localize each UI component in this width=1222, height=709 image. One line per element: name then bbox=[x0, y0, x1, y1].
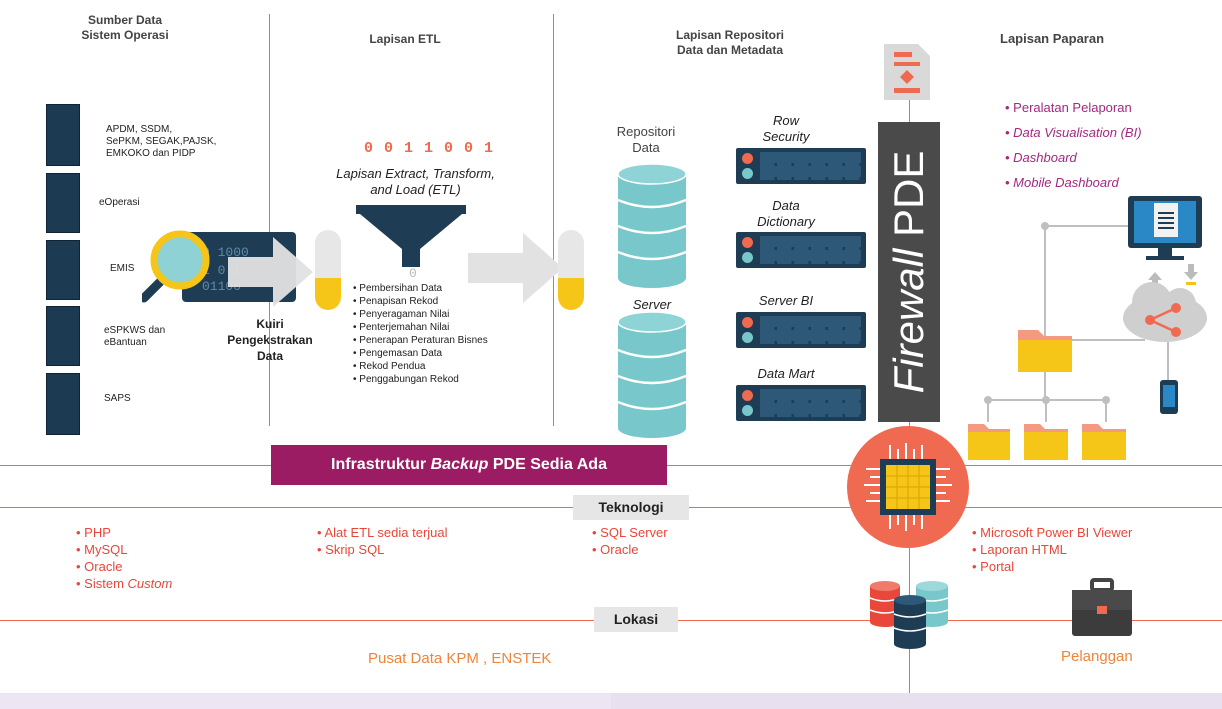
server-rack-4 bbox=[46, 306, 80, 366]
server-icon-row-security bbox=[736, 148, 866, 184]
tech-etl-item: • Alat ETL sedia terjual bbox=[317, 525, 448, 540]
firewall-italic: Firewall bbox=[885, 248, 932, 394]
footer-band bbox=[0, 693, 1222, 709]
etl-step: • Penerapan Peraturan Bisnes bbox=[353, 335, 488, 346]
arrow-icon-2 bbox=[468, 233, 563, 303]
tech-source-item-italic: Custom bbox=[127, 576, 173, 591]
tech-source-item: • Sistem Custom bbox=[76, 575, 172, 592]
server-rack-2 bbox=[46, 173, 80, 233]
server-icon-data-mart bbox=[736, 385, 866, 421]
tech-repo-list: • SQL Server • Oracle bbox=[592, 524, 668, 558]
firewall-label: Firewall PDE bbox=[885, 151, 933, 394]
location-right: Pelanggan bbox=[1061, 648, 1133, 665]
pill-icon-1 bbox=[315, 230, 341, 310]
tech-source-item: • MySQL bbox=[76, 542, 128, 557]
tech-display-item: • Portal bbox=[972, 559, 1015, 574]
funnel-icon bbox=[356, 205, 466, 267]
infra-pre: Infrastruktur bbox=[331, 456, 431, 473]
server-icon-data-dictionary bbox=[736, 232, 866, 268]
server-rack-5 bbox=[46, 373, 80, 435]
etl-bits: 0 0 1 1 0 0 1 bbox=[364, 140, 495, 157]
kuiri-label: Kuiri Pengekstrakan Data bbox=[227, 317, 313, 363]
tech-repo-item: • Oracle bbox=[592, 542, 639, 557]
display-list: • Peralatan Pelaporan • Data Visualisati… bbox=[1005, 95, 1142, 195]
etl-steps: • Pembersihan Data • Penapisan Rekod • P… bbox=[353, 282, 488, 386]
tech-source-item: • PHP bbox=[76, 525, 111, 540]
tech-source-list: • PHP • MySQL • Oracle • Sistem Custom bbox=[76, 524, 172, 592]
database-icon-staging bbox=[617, 312, 687, 438]
infra-italic: Backup bbox=[430, 456, 489, 473]
repo-server-label-2: Data Dictionary bbox=[757, 198, 815, 229]
source-5: SAPS bbox=[104, 393, 131, 404]
database-cluster-icon bbox=[869, 581, 949, 649]
presentation-network-illustration bbox=[968, 196, 1207, 460]
tech-display-list: • Microsoft Power BI Viewer • Laporan HT… bbox=[972, 524, 1132, 575]
infra-post: PDE Sedia Ada bbox=[488, 456, 607, 473]
header-repo: Lapisan Repositori Data dan Metadata bbox=[675, 28, 785, 57]
server-rack-1 bbox=[46, 104, 80, 166]
etl-step: • Penapisan Rekod bbox=[353, 296, 439, 307]
source-4: eSPKWS dan eBantuan bbox=[104, 325, 166, 348]
etl-step: • Rekod Pendua bbox=[353, 361, 426, 372]
repo-server-label-1: Row Security bbox=[762, 113, 810, 144]
tech-display-item: • Microsoft Power BI Viewer bbox=[972, 525, 1133, 540]
tech-repo-item: • SQL Server bbox=[592, 525, 668, 540]
firewall-bar: Firewall PDE bbox=[878, 122, 940, 422]
tech-source-item: • Oracle bbox=[76, 559, 123, 574]
divider-1 bbox=[269, 14, 270, 426]
processor-chip-icon bbox=[847, 426, 969, 548]
source-3: EMIS bbox=[110, 263, 135, 274]
repo-server-label-4: Data Mart bbox=[757, 366, 815, 381]
divider-2 bbox=[553, 14, 554, 426]
display-item: • Data Visualisation (BI) bbox=[1005, 125, 1142, 140]
briefcase-icon bbox=[1072, 578, 1132, 636]
database-icon-repo bbox=[617, 164, 687, 288]
etl-step: • Penggabungan Rekod bbox=[353, 374, 459, 385]
arrow-icon-1 bbox=[228, 237, 313, 307]
display-item: • Peralatan Pelaporan bbox=[1005, 100, 1132, 115]
display-item: • Dashboard bbox=[1005, 150, 1077, 165]
tech-source-item-text: • Sistem bbox=[76, 576, 128, 591]
etl-funnel-output: 0 bbox=[409, 266, 417, 281]
repo-server-label-3: Server BI bbox=[758, 293, 814, 308]
server-icon-server-bi bbox=[736, 312, 866, 348]
source-2: eOperasi bbox=[99, 197, 140, 208]
source-1: APDM, SSDM, SePKM, SEGAK,PAJSK, EMKOKO d… bbox=[106, 124, 217, 159]
etl-title: Lapisan Extract, Transform, and Load (ET… bbox=[336, 166, 495, 197]
tech-etl-list: • Alat ETL sedia terjual • Skrip SQL bbox=[317, 524, 448, 558]
tech-etl-item: • Skrip SQL bbox=[317, 542, 385, 557]
header-display: Lapisan Paparan bbox=[1000, 31, 1105, 46]
etl-step: • Penterjemahan Nilai bbox=[353, 322, 450, 333]
infra-banner: Infrastruktur Backup PDE Sedia Ada bbox=[271, 445, 667, 485]
firewall-plain: PDE bbox=[885, 150, 932, 237]
lokasi-label: Lokasi bbox=[594, 607, 678, 632]
svg-text:0 1000: 0 1000 bbox=[202, 245, 249, 260]
display-item: • Mobile Dashboard bbox=[1005, 175, 1119, 190]
pill-icon-2 bbox=[558, 230, 584, 310]
teknologi-label: Teknologi bbox=[573, 495, 689, 520]
location-center: Pusat Data KPM , ENSTEK bbox=[368, 650, 552, 667]
document-icon bbox=[884, 44, 930, 100]
header-source: Sumber Data Sistem Operasi bbox=[81, 13, 169, 42]
header-etl: Lapisan ETL bbox=[369, 32, 441, 46]
server-rack-3 bbox=[46, 240, 80, 300]
etl-step: • Pengemasan Data bbox=[353, 348, 443, 359]
repo-data-label: Repositori Data bbox=[616, 124, 676, 155]
etl-step: • Pembersihan Data bbox=[353, 283, 443, 294]
etl-step: • Penyeragaman Nilai bbox=[353, 309, 450, 320]
tech-display-item: • Laporan HTML bbox=[972, 542, 1067, 557]
